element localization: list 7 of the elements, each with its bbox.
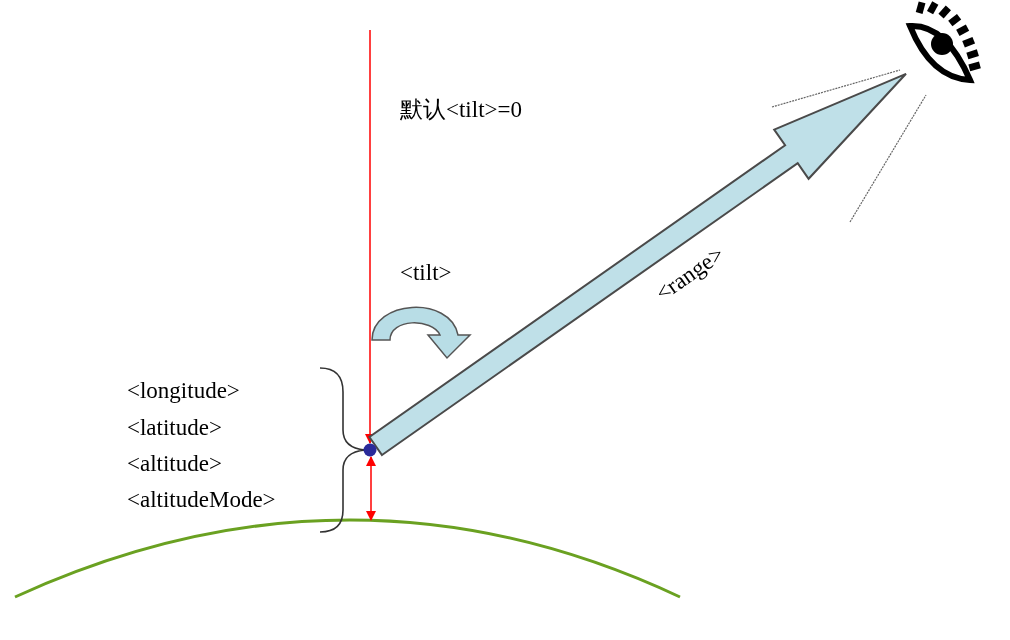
- parameter-label: <tilt>: [400, 260, 452, 286]
- annotation-text: 默认<tilt>=0: [400, 97, 522, 123]
- parameter-label: <latitude>: [127, 415, 222, 441]
- parameter-label: <altitudeMode>: [127, 487, 276, 513]
- parameter-label: <altitude>: [127, 451, 222, 477]
- block-arrow: [368, 72, 907, 457]
- parameter-label: <longitude>: [127, 378, 240, 404]
